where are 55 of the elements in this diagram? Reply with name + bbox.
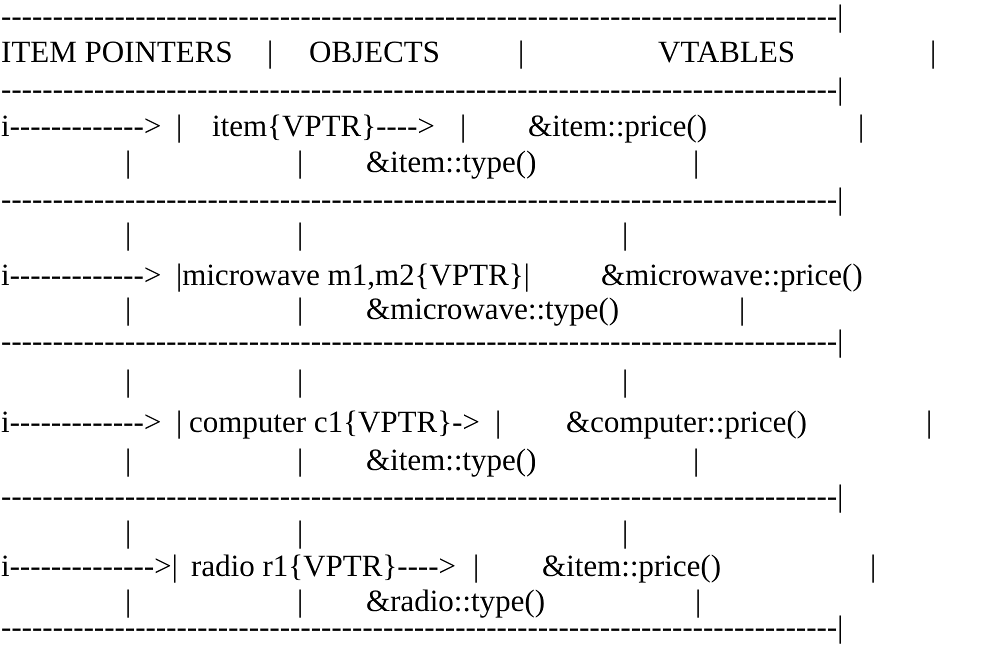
ascii-divider: | bbox=[125, 218, 132, 249]
ascii-divider: | bbox=[693, 146, 700, 177]
ascii-divider: | bbox=[297, 444, 304, 475]
ascii-divider: | bbox=[930, 36, 936, 67]
column-header: OBJECTS bbox=[309, 36, 440, 67]
vtable-entry: &item::type() bbox=[366, 444, 536, 475]
ascii-divider: | bbox=[125, 444, 132, 475]
object-label: radio r1{VPTR}----> bbox=[191, 550, 456, 581]
ascii-divider: | bbox=[267, 36, 274, 67]
vtable-entry: &computer::price() bbox=[566, 406, 808, 437]
ascii-divider: | bbox=[495, 406, 502, 437]
ascii-divider: | bbox=[297, 365, 304, 396]
ascii-divider: | bbox=[125, 293, 132, 324]
ascii-divider: | bbox=[460, 110, 466, 141]
ascii-divider: | bbox=[622, 516, 628, 547]
vtable-entry: &item::type() bbox=[366, 146, 536, 177]
ascii-divider: | bbox=[125, 365, 132, 396]
vtable-entry: &microwave::price() bbox=[601, 259, 863, 290]
ascii-divider: | bbox=[125, 516, 132, 547]
ascii-rule-line: ---------------------------------------------------------------------------------| bbox=[1, 183, 844, 214]
object-label: |microwave m1,m2{VPTR}| bbox=[176, 259, 530, 290]
ascii-divider: | bbox=[297, 516, 304, 547]
ascii-divider: | bbox=[858, 110, 864, 141]
ascii-divider: | bbox=[297, 146, 304, 177]
ascii-rule-line: ---------------------------------------------------------------------------------| bbox=[1, 325, 844, 356]
ascii-rule-line: ---------------------------------------------------------------------------------| bbox=[1, 480, 844, 511]
ascii-divider: | bbox=[693, 444, 700, 475]
ascii-divider: | bbox=[622, 365, 628, 396]
column-header: VTABLES bbox=[658, 36, 796, 67]
ascii-divider: | bbox=[622, 218, 628, 249]
ascii-pointer-arrow: i-------------->| bbox=[1, 550, 178, 581]
ascii-rule-line: ---------------------------------------------------------------------------------| bbox=[1, 0, 844, 31]
ascii-divider: | bbox=[176, 406, 182, 437]
object-label: computer c1{VPTR}-> bbox=[189, 406, 480, 437]
ascii-rule-line: ---------------------------------------------------------------------------------| bbox=[1, 73, 844, 104]
column-header: ITEM POINTERS bbox=[1, 36, 233, 67]
ascii-divider: | bbox=[518, 36, 524, 67]
ascii-pointer-arrow: i-------------> bbox=[1, 110, 162, 141]
ascii-pointer-arrow: i-------------> bbox=[1, 406, 162, 437]
ascii-pointer-arrow: i-------------> bbox=[1, 259, 162, 290]
ascii-divider: | bbox=[125, 146, 132, 177]
ascii-divider: | bbox=[695, 585, 702, 616]
vtable-entry: &item::price() bbox=[528, 110, 708, 141]
ascii-divider: | bbox=[125, 585, 132, 616]
ascii-divider: | bbox=[176, 110, 182, 141]
vtable-entry: &item::price() bbox=[542, 550, 722, 581]
ascii-divider: | bbox=[473, 550, 480, 581]
object-label: item{VPTR}----> bbox=[212, 110, 435, 141]
ascii-divider: | bbox=[926, 406, 932, 437]
ascii-divider: | bbox=[297, 293, 304, 324]
vtable-entry: &microwave::type() bbox=[366, 293, 620, 324]
ascii-divider: | bbox=[297, 585, 304, 616]
ascii-divider: | bbox=[297, 218, 304, 249]
ascii-divider: | bbox=[870, 550, 876, 581]
ascii-divider: | bbox=[739, 293, 746, 324]
